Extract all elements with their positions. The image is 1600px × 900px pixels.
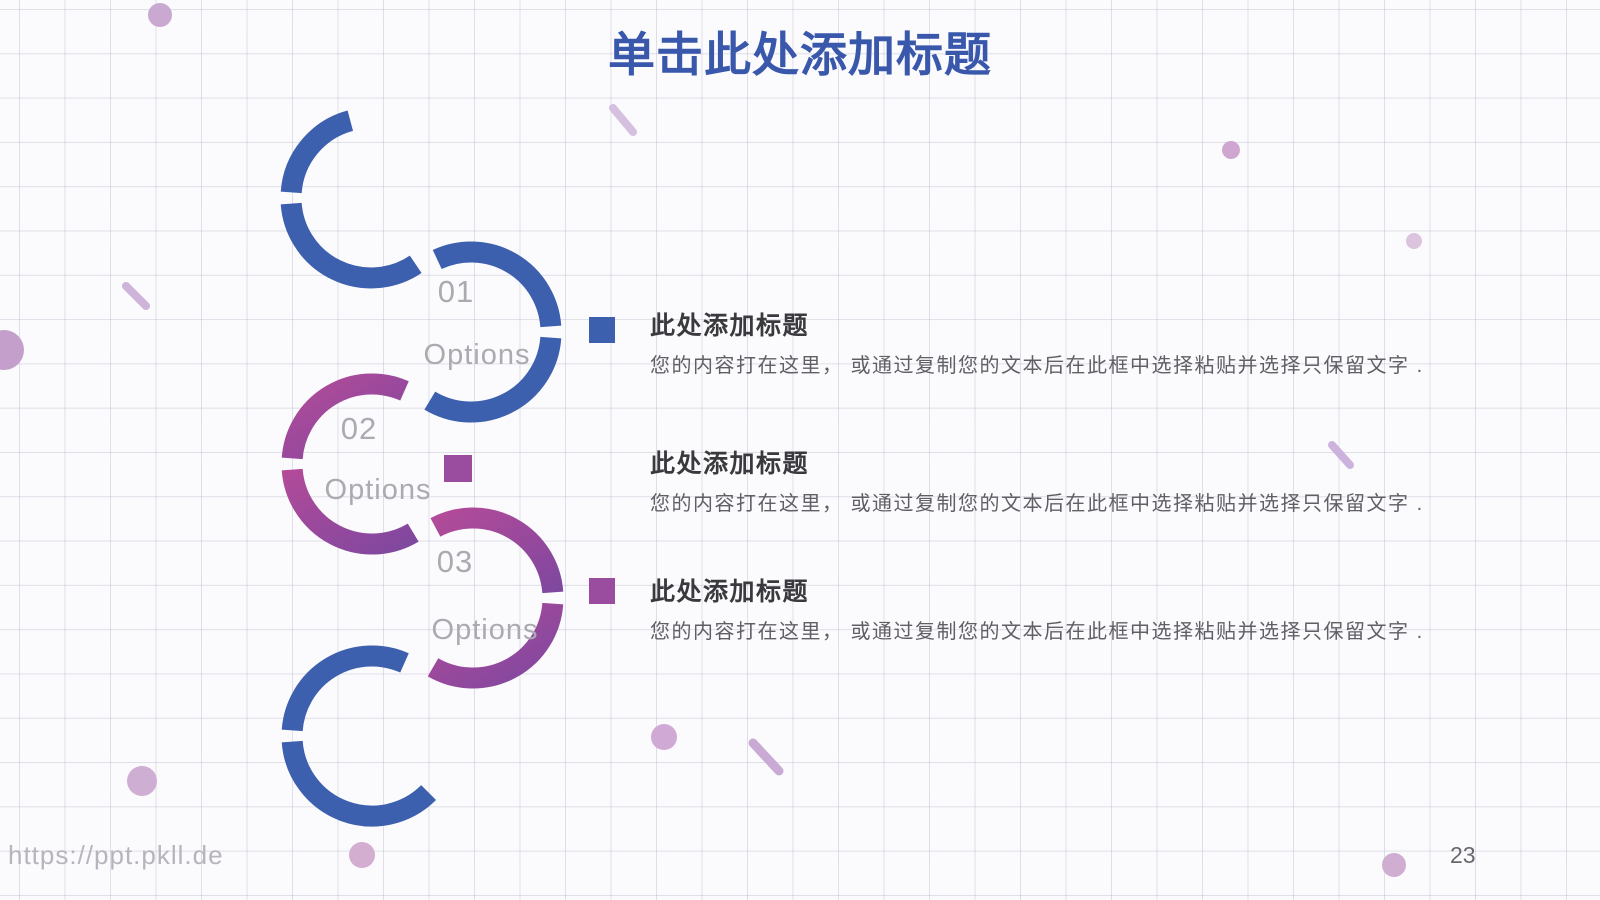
arc-segment xyxy=(281,740,437,827)
chain-circle-bottom xyxy=(281,645,437,827)
chain-circle-top xyxy=(280,110,422,289)
arc-segment xyxy=(427,602,564,689)
content-body: 您的内容打在这里， 或通过复制您的文本后在此框中选择粘贴并选择只保留文字 . xyxy=(650,493,1424,515)
decor-dash xyxy=(1328,441,1354,469)
step-number: 03 xyxy=(437,544,473,579)
bullet-square-3 xyxy=(589,578,615,604)
decor-dot xyxy=(148,3,172,27)
step-label: Options xyxy=(325,474,432,506)
bullet-square-2 xyxy=(444,455,472,482)
chain-circle-step-1: 01 Options xyxy=(424,241,562,423)
content-item: 此处添加标题 您的内容打在这里， 或通过复制您的文本后在此框中选择粘贴并选择只保… xyxy=(650,444,1424,516)
content-body: 您的内容打在这里， 或通过复制您的文本后在此框中选择粘贴并选择只保留文字 . xyxy=(650,355,1424,377)
decor-dash xyxy=(748,738,784,776)
decor-dash xyxy=(609,104,637,136)
page-number: 23 xyxy=(1450,842,1476,868)
arc-segment xyxy=(280,110,354,194)
decor-dot xyxy=(1382,853,1406,877)
content-item: 此处添加标题 您的内容打在这里， 或通过复制您的文本后在此框中选择粘贴并选择只保… xyxy=(650,572,1424,644)
arc-segment xyxy=(432,241,562,328)
decor-dot xyxy=(651,724,677,750)
decor-dot xyxy=(127,766,157,796)
arc-segment xyxy=(281,645,409,732)
decor-dot xyxy=(0,330,24,370)
step-label: Options xyxy=(424,339,531,371)
watermark-url: https://ppt.pkll.de xyxy=(8,840,224,870)
arc-segment xyxy=(281,468,419,555)
arc-segment xyxy=(281,373,409,460)
arc-segment xyxy=(430,507,564,594)
decor-dot xyxy=(1222,141,1240,159)
chain-circle-step-3: 03 Options xyxy=(427,507,564,689)
bullet-square-1 xyxy=(589,317,615,343)
step-label: Options xyxy=(432,614,539,646)
content-body: 您的内容打在这里， 或通过复制您的文本后在此框中选择粘贴并选择只保留文字 . xyxy=(650,621,1424,643)
decor-dash xyxy=(122,282,150,310)
decor-dot xyxy=(349,842,375,868)
decor-dot xyxy=(1406,233,1422,249)
content-title: 此处添加标题 xyxy=(650,450,810,478)
step-number: 02 xyxy=(341,411,377,446)
content-item: 此处添加标题 您的内容打在这里， 或通过复制您的文本后在此框中选择粘贴并选择只保… xyxy=(650,306,1424,378)
arc-segment xyxy=(424,336,562,423)
slide-title: 单击此处添加标题 xyxy=(608,28,992,81)
arc-segment xyxy=(280,202,422,289)
step-number: 01 xyxy=(438,274,474,309)
content-title: 此处添加标题 xyxy=(650,312,810,340)
content-title: 此处添加标题 xyxy=(650,578,810,606)
chain-circle-step-2: 02 Options xyxy=(281,373,432,555)
